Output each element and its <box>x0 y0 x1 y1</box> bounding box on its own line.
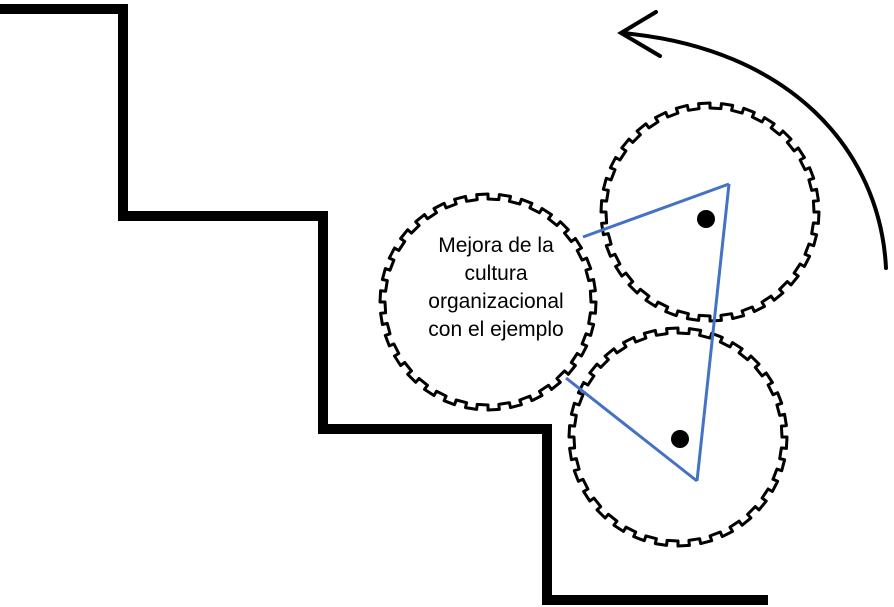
gear-hub-bottom <box>671 430 689 448</box>
connector-triangle <box>565 182 731 483</box>
rotation-arrow-icon <box>617 10 888 270</box>
gear-hub-top <box>697 210 715 228</box>
connector-line-right <box>695 183 731 482</box>
label-line-2: cultura <box>464 262 528 285</box>
connector-line-top <box>582 182 730 239</box>
label-line-1: Mejora de la <box>438 234 554 257</box>
label-line-4: con el ejemplo <box>428 318 564 341</box>
gear-center <box>378 192 598 412</box>
label-line-3: organizacional <box>428 290 564 313</box>
center-gear-label: Mejora de la cultura organizacional con … <box>396 232 596 344</box>
staircase <box>0 4 768 605</box>
connector-line-bottom <box>565 376 698 483</box>
